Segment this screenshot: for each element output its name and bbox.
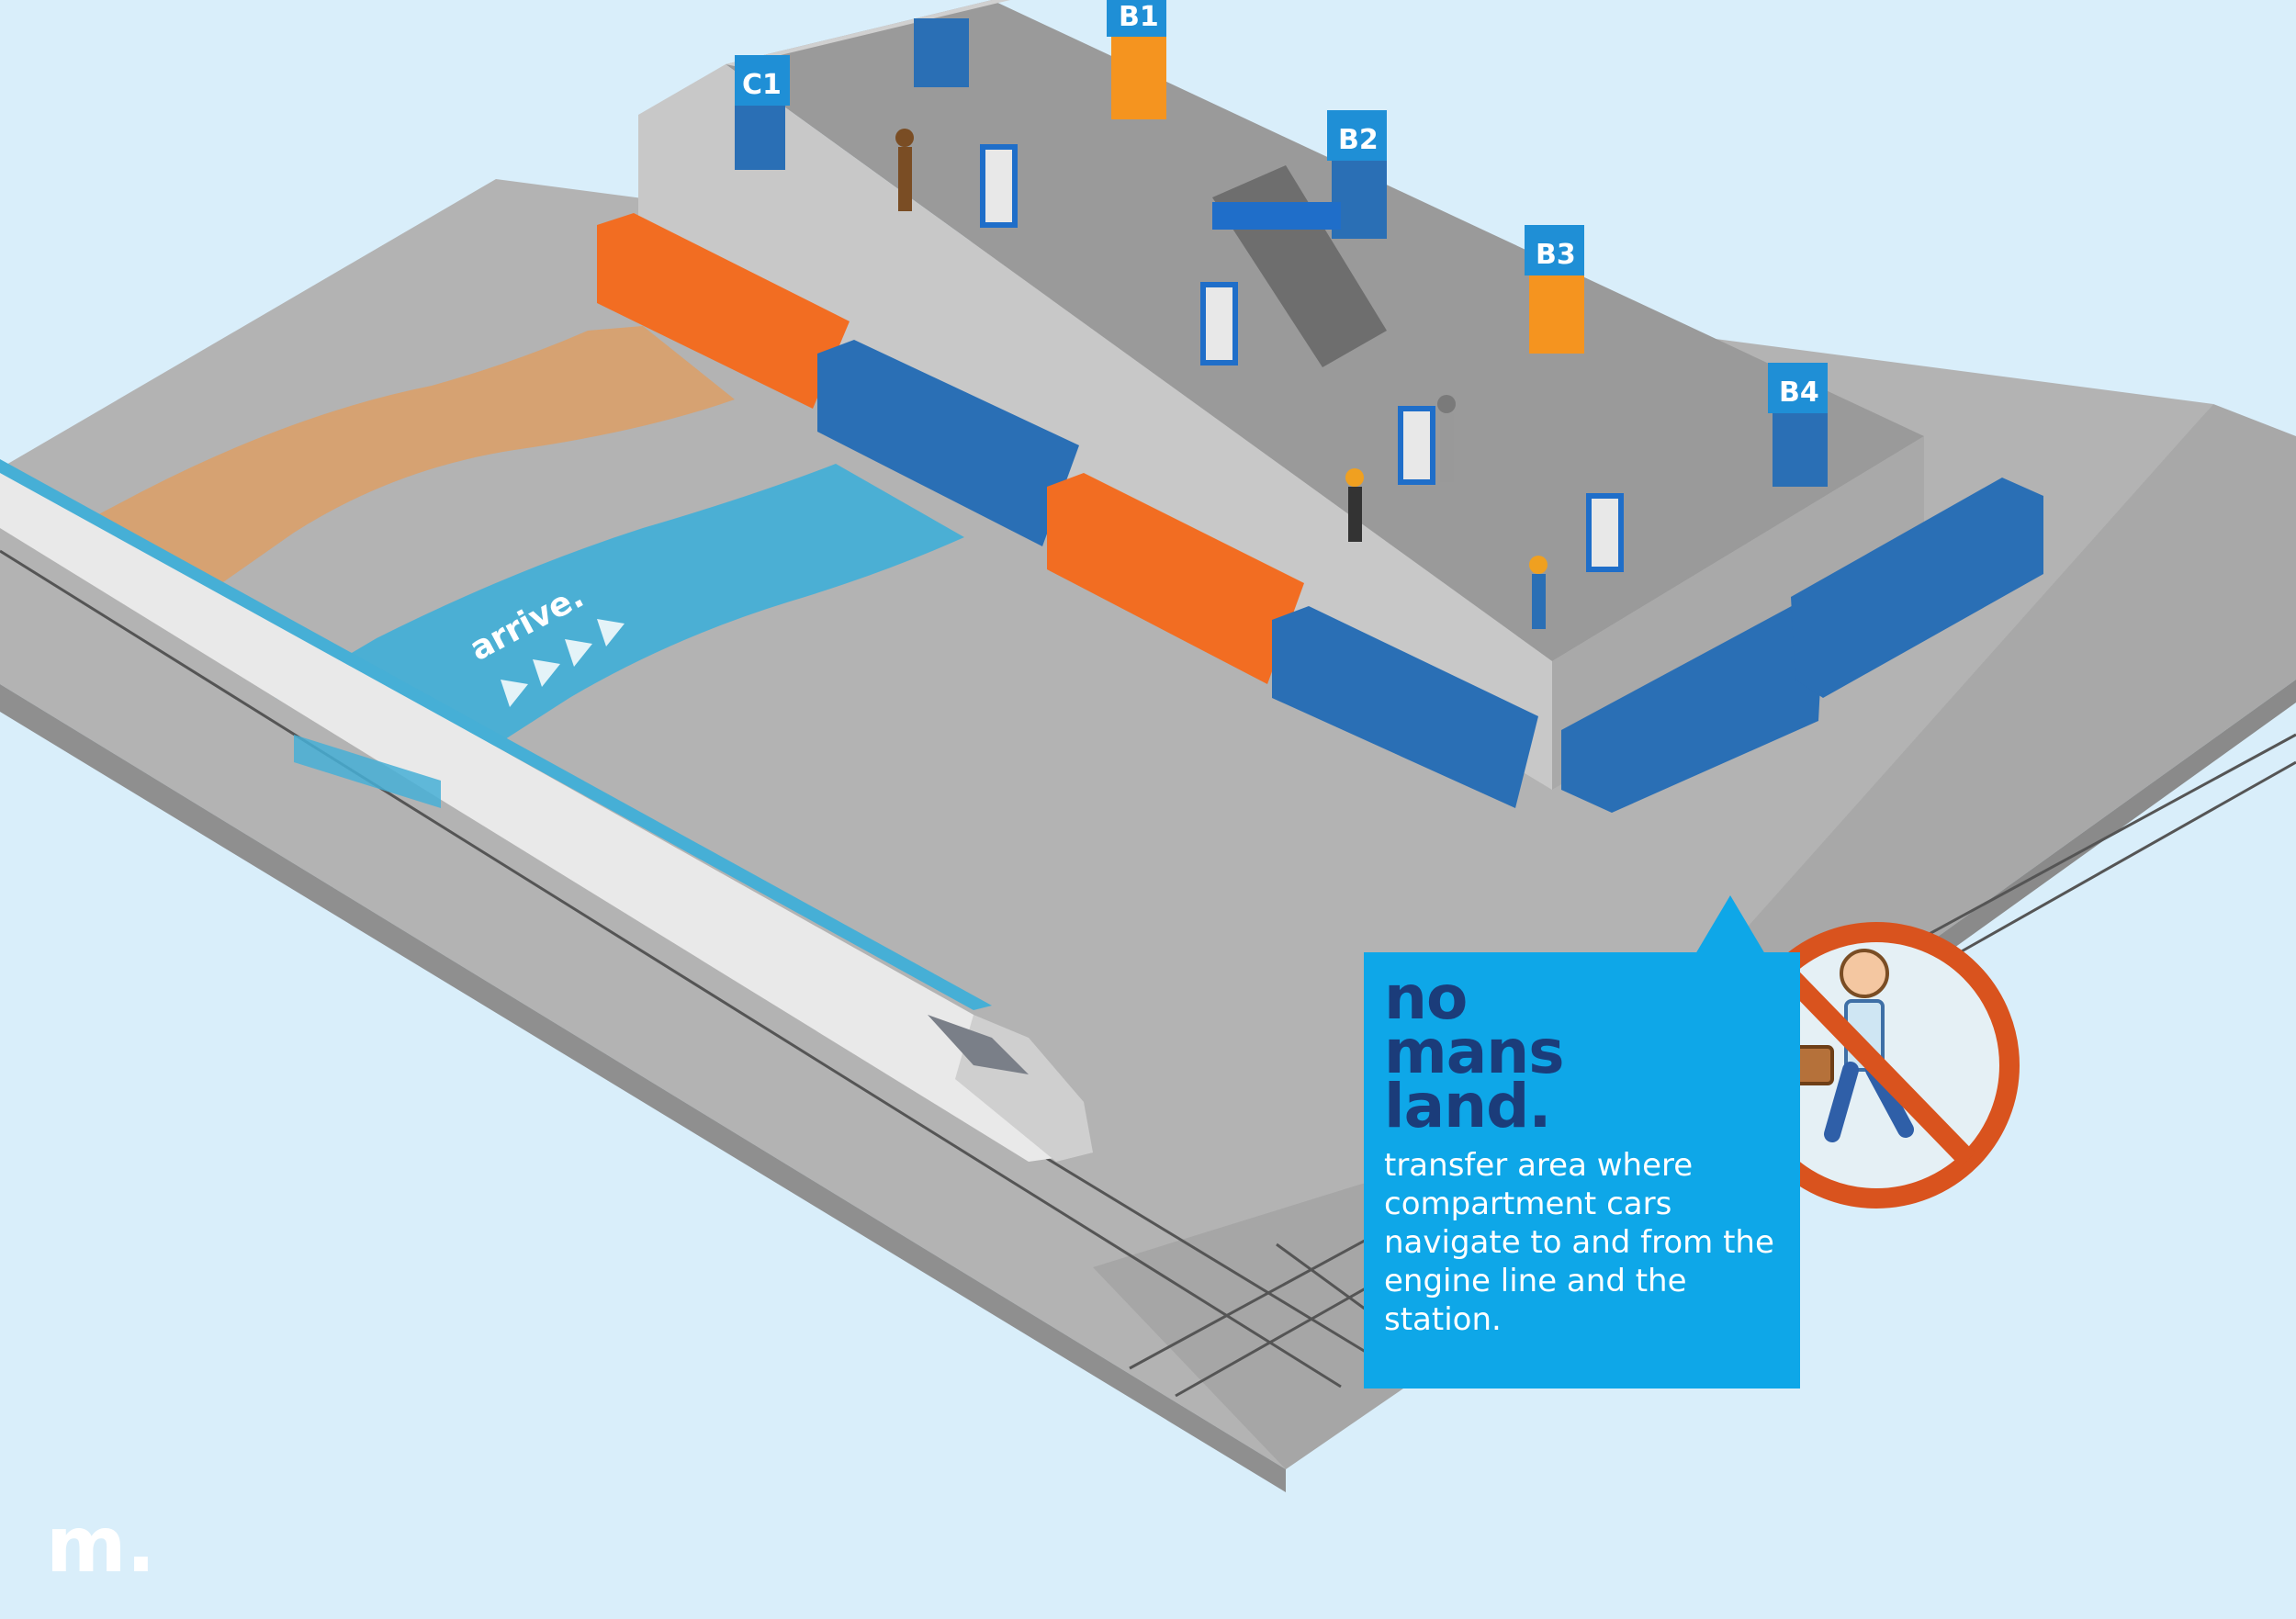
passengers	[895, 129, 1548, 629]
gate-door	[735, 101, 785, 170]
ground-right-slab	[1727, 404, 2296, 1088]
gate-sign-label: B1	[1119, 1, 1159, 33]
passenger	[1529, 556, 1548, 574]
gate-sign-label: B3	[1536, 239, 1576, 271]
gate-sign-label: C1	[742, 69, 782, 101]
ticket-kiosk	[1200, 282, 1238, 365]
passenger	[1348, 487, 1362, 542]
zone-orange	[55, 326, 735, 597]
passenger	[895, 129, 914, 147]
zone-blue	[276, 464, 964, 781]
compartment-car	[1791, 478, 2043, 698]
gate-sign	[1525, 225, 1584, 275]
brand-mark: m.	[46, 1500, 156, 1590]
engine-train-body	[0, 468, 1093, 1162]
gate-door	[1111, 32, 1166, 119]
gate-sign	[735, 55, 790, 106]
arrive-arrow-icon	[501, 619, 625, 707]
station-wall-back	[726, 0, 1010, 66]
engine-train-window	[294, 735, 441, 808]
compartment-car	[817, 340, 1079, 546]
passenger	[898, 147, 912, 211]
callout-body: transfer area where compartment cars nav…	[1384, 1147, 1774, 1338]
engine-train-stripe	[0, 459, 992, 1010]
gate-sign-label: B2	[1338, 124, 1379, 156]
ticket-kiosks	[980, 144, 1624, 572]
gate-door	[1773, 409, 1828, 487]
ground-main-slab-edge	[0, 684, 1286, 1492]
callout-pointer	[1695, 895, 1765, 954]
passenger	[1532, 574, 1546, 629]
ticket-kiosk	[1398, 406, 1435, 485]
engine-train-window	[928, 1015, 1029, 1074]
ticket-kiosk	[1586, 493, 1624, 572]
gate-sign	[1107, 0, 1166, 37]
callout-title: no mans land.	[1384, 968, 1780, 1137]
passenger	[1437, 395, 1456, 413]
gate-sign-label: B4	[1779, 377, 1819, 409]
callout-title-line: no	[1384, 962, 1468, 1033]
no-mans-land-callout: no mans land. transfer area where compar…	[1364, 952, 1800, 1389]
ticket-kiosk	[980, 144, 1018, 228]
passenger	[1345, 468, 1364, 487]
station-wall-left	[638, 64, 1552, 790]
callout-title-line: land.	[1384, 1071, 1551, 1141]
gate-signs: C1 B1 B2 B3 B4	[735, 0, 1828, 413]
compartment-cars	[597, 213, 2043, 813]
gate-sign	[1768, 363, 1828, 413]
passenger	[1440, 413, 1454, 482]
gate-door	[914, 18, 969, 87]
gate-door	[1529, 266, 1584, 354]
track-rail	[0, 549, 1342, 1389]
compartment-car	[597, 213, 850, 409]
compartment-car	[1561, 602, 1823, 813]
escalator	[1212, 165, 1387, 367]
compartment-car	[1047, 473, 1304, 684]
gate-sign	[1327, 110, 1387, 161]
compartment-car	[1272, 606, 1538, 808]
engine-train	[0, 459, 1093, 1162]
callout-title-line: mans	[1384, 1017, 1565, 1087]
